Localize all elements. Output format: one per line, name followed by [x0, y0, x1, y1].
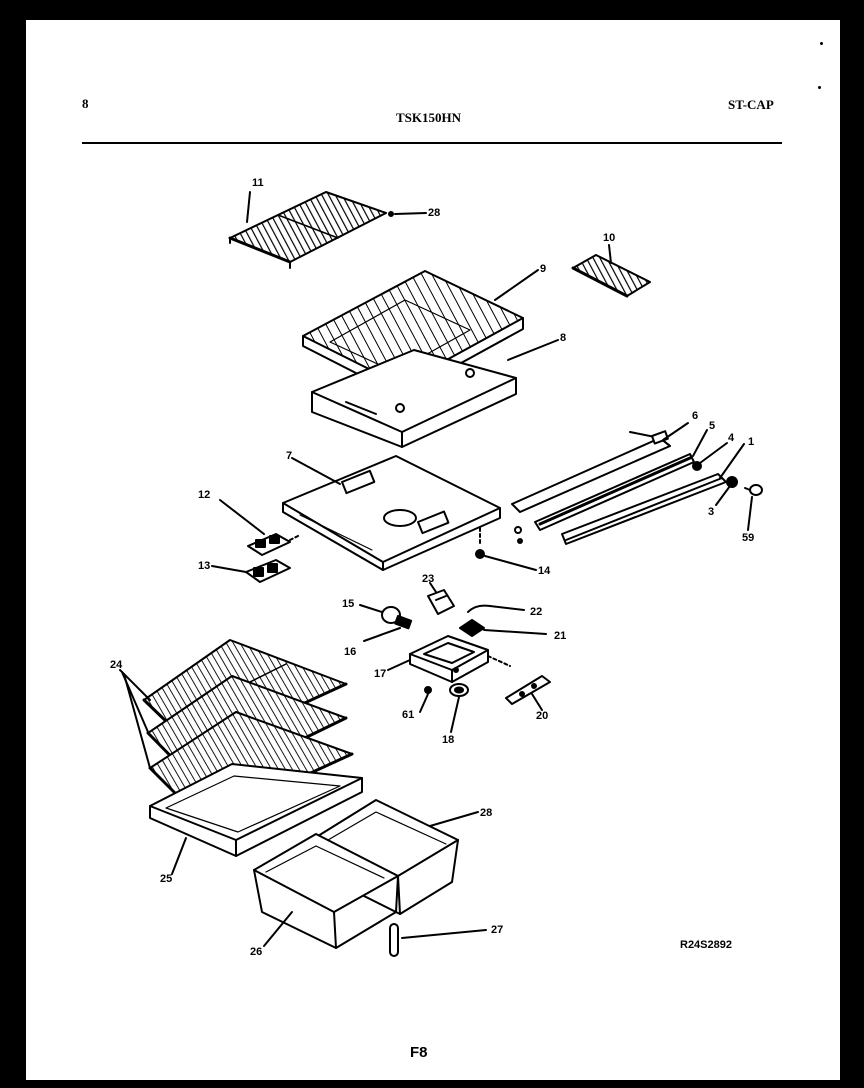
label-part-23: 23: [422, 573, 435, 585]
label-part-16: 16: [344, 646, 357, 658]
label-part-11: 11: [252, 177, 264, 189]
part-12-bracket: [248, 534, 290, 555]
leader-23: [430, 583, 436, 592]
label-part-28-lower: 28: [480, 807, 493, 819]
leader-3: [716, 486, 730, 505]
part-17-light-housing: [410, 636, 488, 682]
label-part-24: 24: [110, 659, 123, 671]
leader-22: [490, 606, 524, 610]
part-20-bracket: [506, 676, 550, 704]
leader-8: [508, 340, 558, 360]
part-13-bracket: [246, 560, 290, 582]
model-number: TSK150HN: [396, 110, 462, 125]
label-part-8: 8: [560, 332, 567, 344]
diagram-sheet: [26, 20, 840, 1080]
part-15-bulb: [382, 607, 400, 623]
part-16-socket: [395, 616, 411, 628]
leader-25: [172, 838, 186, 874]
leader-26: [264, 912, 292, 946]
leader-17: [388, 660, 410, 670]
leader-5: [693, 430, 707, 456]
label-part-27: 27: [491, 924, 504, 936]
label-part-59: 59: [742, 532, 755, 544]
label-part-25: 25: [160, 873, 173, 885]
part-4-washer: [693, 462, 701, 470]
leader-20: [532, 694, 542, 710]
part-27-divider: [390, 924, 398, 956]
leader-59: [748, 497, 752, 530]
label-part-13: 13: [198, 560, 211, 572]
leader-6: [663, 423, 688, 440]
label-part-26: 26: [250, 946, 263, 958]
leader-7: [292, 458, 340, 484]
scan-speck: [818, 86, 821, 89]
leader-15: [360, 605, 382, 612]
leader-12: [220, 500, 264, 534]
leader-9: [495, 270, 538, 300]
leader-61: [420, 694, 428, 712]
category-code: ST-CAP: [728, 97, 774, 112]
label-part-15: 15: [342, 598, 355, 610]
label-part-4: 4: [728, 432, 735, 444]
label-part-12: 12: [198, 489, 211, 501]
leader-18: [451, 697, 459, 732]
scan-speck: [820, 42, 823, 45]
leader-14: [485, 556, 536, 570]
label-part-9: 9: [540, 263, 547, 275]
part-6-rail: [512, 431, 670, 512]
label-part-6: 6: [692, 410, 699, 422]
leader-13: [212, 566, 246, 572]
leader-16: [364, 628, 400, 641]
part-25-crisper-cover: [150, 764, 362, 856]
label-part-61: 61: [402, 709, 415, 721]
part-23-knob: [428, 590, 454, 614]
part-28-clip: [389, 212, 393, 216]
drawing-code: R24S2892: [680, 939, 732, 951]
leader-28-bottom: [430, 812, 478, 826]
label-part-3: 3: [708, 506, 715, 518]
part-59-screw: [745, 485, 762, 495]
part-3-nut: [727, 477, 737, 487]
leader-4: [700, 443, 727, 463]
header-rule: [82, 142, 782, 144]
part-26-crisper-drawer: [254, 834, 398, 948]
label-part-20: 20: [536, 710, 549, 722]
part-14-plug: [476, 550, 484, 558]
part-9-ribbed-cover: [303, 271, 523, 396]
part-21-switch: [460, 620, 484, 636]
label-part-7: 7: [286, 450, 293, 462]
part-8-tray: [312, 350, 516, 447]
leader-11: [247, 192, 250, 222]
leader-1: [720, 444, 744, 478]
leader-24-c: [124, 674, 150, 768]
label-part-18: 18: [442, 734, 455, 746]
label-part-10: 10: [603, 232, 616, 244]
label-part-5: 5: [709, 420, 716, 432]
part-7-glass-shelf-frame: [283, 456, 500, 570]
label-part-28: 28: [428, 207, 441, 219]
label-part-17: 17: [374, 668, 387, 680]
label-part-22: 22: [530, 606, 543, 618]
leader-21: [484, 630, 546, 634]
leader-27: [402, 930, 486, 938]
part-11-wire-shelf: [230, 192, 386, 268]
label-part-14: 14: [538, 565, 551, 577]
part-61-screw: [425, 687, 431, 693]
label-part-21: 21: [554, 630, 567, 642]
page-number: F8: [410, 1044, 428, 1061]
leader-28-top: [395, 213, 426, 214]
label-part-1: 1: [748, 436, 755, 448]
part-22-wire: [468, 606, 490, 612]
part-10-vent-grille: [573, 255, 650, 296]
leader-10: [609, 245, 611, 263]
page-marker: 8: [82, 96, 89, 111]
